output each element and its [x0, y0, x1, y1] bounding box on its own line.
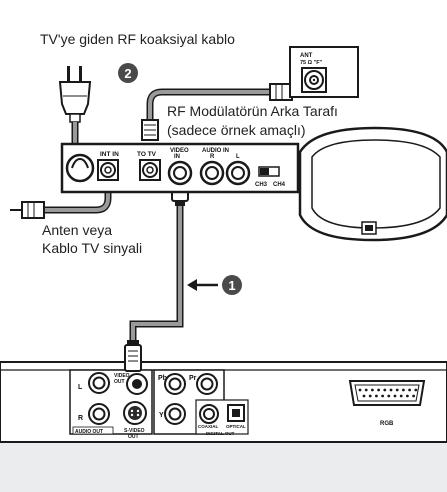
- scart-pin: [406, 394, 409, 398]
- to-tv-label: TO TV: [137, 151, 157, 158]
- y-label: Y: [159, 412, 164, 419]
- video-out-label-1: VIDEO: [114, 373, 130, 379]
- audio-in-r-jack: [199, 160, 225, 186]
- optical-port: [227, 404, 245, 422]
- scart-pin: [389, 388, 393, 392]
- scart-pin: [408, 388, 411, 392]
- pr-label: Pr: [189, 375, 197, 382]
- ch4-label: CH4: [273, 182, 286, 188]
- audio-out-r-label: R: [78, 415, 83, 422]
- ch3-label: CH3: [255, 182, 268, 188]
- s-video-label-1: S-VIDEO: [124, 428, 145, 434]
- television-rear: [298, 126, 447, 242]
- modulator-label-line1: RF Modülatörün Arka Tarafı: [167, 103, 338, 119]
- scart-pin: [368, 394, 372, 398]
- scart-pin: [371, 388, 374, 392]
- antenna-label-line2: Kablo TV sinyali: [42, 240, 142, 256]
- int-in-jack: [97, 159, 119, 181]
- scart-pin: [383, 388, 387, 392]
- digital-out-label: DIGITAL OUT: [206, 431, 235, 436]
- scart-pin: [375, 394, 378, 398]
- video-in-label-2: IN: [174, 154, 180, 160]
- modulator-label-line2: (sadece örnek amaçlı): [167, 122, 306, 138]
- coaxial-jack: [199, 404, 219, 424]
- s-video-label-2: OUT: [128, 434, 139, 440]
- audio-in-l-label: L: [236, 154, 240, 160]
- pr-jack: [196, 373, 218, 395]
- step-2-indicator: 2: [118, 63, 138, 83]
- scart-pin: [414, 388, 418, 392]
- tv-antenna-port: ANT 75 Ω "F": [289, 46, 359, 98]
- power-inlet: [65, 153, 95, 183]
- scart-pin: [399, 394, 403, 398]
- step-1-number: 1: [228, 278, 235, 293]
- video-in-label-1: VIDEO: [170, 148, 189, 154]
- scart-pin: [387, 394, 391, 398]
- video-out-block: VIDEO OUT S-VIDEO OUT: [114, 373, 148, 440]
- power-plug: [58, 66, 92, 150]
- step-1-indicator: 1: [187, 275, 242, 295]
- channel-switch[interactable]: [258, 166, 280, 177]
- audio-out-l-label: L: [78, 384, 83, 391]
- audio-in-label: AUDIO IN: [202, 148, 229, 154]
- int-in-label: INT IN: [100, 151, 119, 158]
- video-out-label-2: OUT: [114, 379, 125, 385]
- pb-jack: [164, 373, 186, 395]
- step-2-number: 2: [124, 66, 131, 81]
- scart-pin: [358, 388, 362, 392]
- rgb-label: RGB: [380, 421, 394, 427]
- scart-pin: [395, 388, 399, 392]
- y-jack: [164, 403, 186, 425]
- video-in-jack: [167, 160, 193, 186]
- audio-out-label: AUDIO OUT: [75, 429, 103, 435]
- digital-out-block: COAXIAL OPTICAL DIGITAL OUT: [195, 399, 249, 436]
- to-tv-jack: [139, 159, 161, 181]
- scart-pin: [402, 388, 405, 392]
- s-video-out-jack: [123, 401, 147, 425]
- scart-pin: [362, 394, 366, 398]
- scart-pin: [412, 394, 415, 398]
- scart-pin: [364, 388, 368, 392]
- antenna-label-line1: Anten veya: [42, 222, 112, 238]
- coaxial-label: COAXIAL: [198, 424, 219, 429]
- rf-cable-label: TV'ye giden RF koaksiyal kablo: [40, 31, 235, 47]
- scart-pin: [377, 388, 380, 392]
- video-out-jack: [126, 373, 148, 395]
- rgb-scart-port: RGB: [348, 380, 426, 427]
- scart-pin: [393, 394, 397, 398]
- ant-label: ANT: [300, 53, 313, 59]
- scart-pin: [381, 394, 384, 398]
- ant-impedance-label: 75 Ω "F": [300, 60, 323, 66]
- audio-out-r-jack: [88, 403, 110, 425]
- audio-in-l-jack: [225, 160, 251, 186]
- rf-modulator-panel: INT IN TO TV VIDEO IN AUDIO IN R L: [60, 142, 300, 194]
- step-2-badge: [118, 63, 138, 83]
- pb-label: Pb: [158, 375, 167, 382]
- optical-label: OPTICAL: [226, 424, 246, 429]
- audio-in-r-label: R: [210, 154, 215, 160]
- arrow-left-icon: [187, 279, 197, 291]
- step-1-badge: [222, 275, 242, 295]
- audio-out-l-jack: [88, 372, 110, 394]
